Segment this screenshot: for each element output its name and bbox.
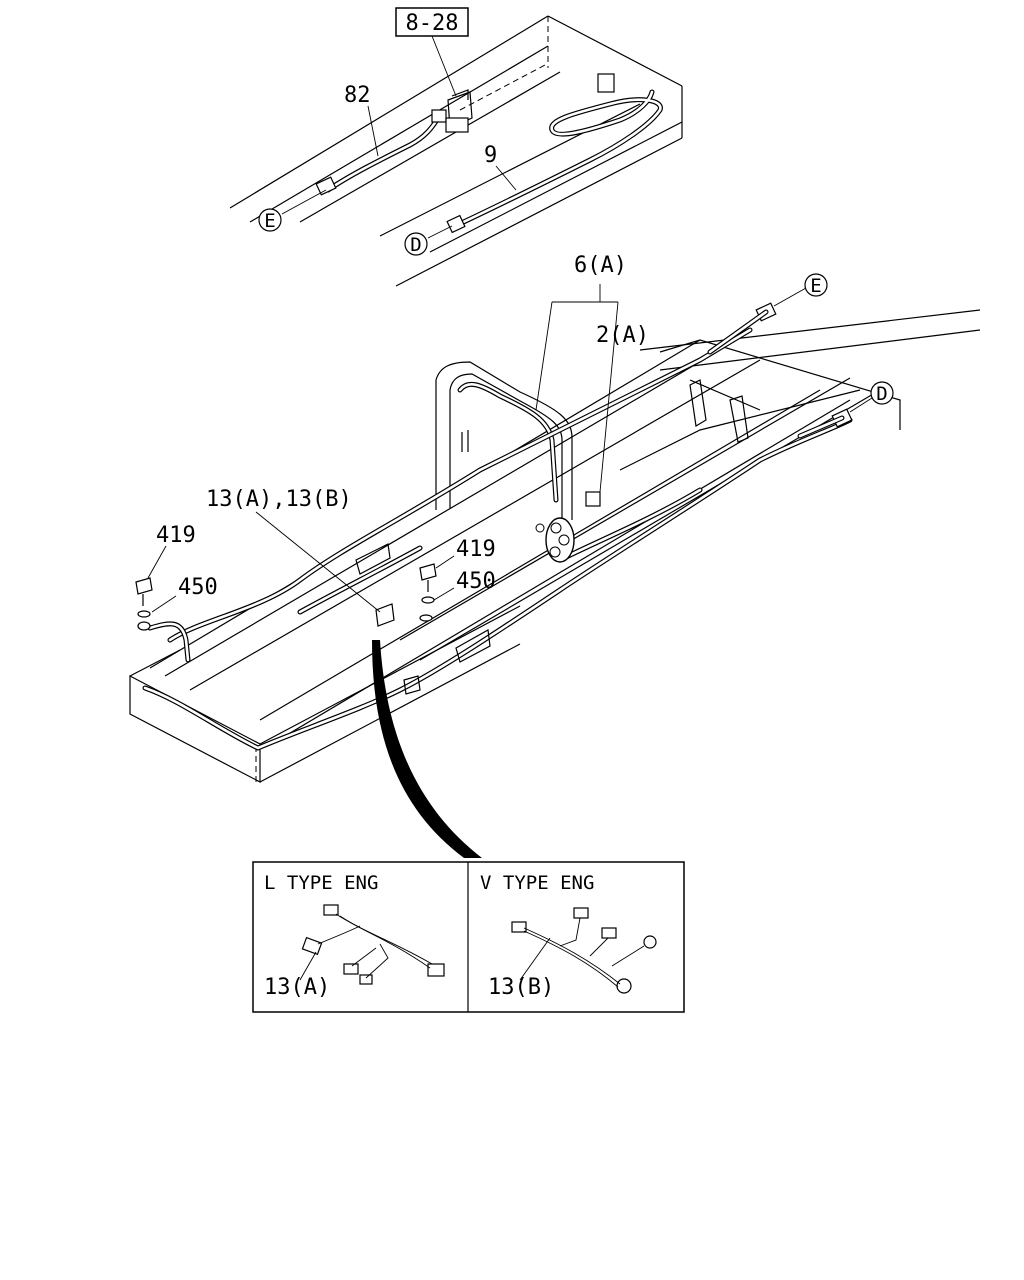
- harness-82: [315, 109, 447, 196]
- connector-d-right-label: D: [876, 383, 887, 405]
- inset-left-title: L TYPE ENG: [264, 872, 378, 894]
- callout-13ab: 13(A),13(B): [206, 487, 381, 613]
- callout-450-right-label: 450: [456, 569, 496, 594]
- callout-419-left-label: 419: [156, 523, 196, 548]
- connector-e-right: E: [773, 273, 828, 307]
- washer-450-left: [137, 610, 151, 618]
- rail-brackets: [355, 543, 491, 695]
- battery-cable-left: [137, 621, 191, 663]
- inset-pointer: [372, 640, 482, 858]
- harness-junction-cluster: [535, 491, 601, 563]
- engine-type-inset: L TYPE ENG V TYPE ENG 13(A): [252, 861, 685, 1013]
- main-harness: [142, 302, 853, 751]
- callout-450-left-label: 450: [178, 575, 218, 600]
- inset-right-part: 13(B): [488, 975, 554, 1000]
- ref-box-8-28: 8-28: [395, 7, 469, 97]
- connector-d-right: D: [849, 381, 894, 413]
- callout-82-label: 82: [344, 83, 371, 108]
- bolt-419-left: [135, 577, 153, 606]
- connector-e-top: E: [258, 189, 327, 232]
- callout-82: 82: [344, 83, 379, 157]
- washer-450-right: [419, 596, 435, 622]
- inset-right-title: V TYPE ENG: [480, 872, 594, 894]
- callout-9-label: 9: [484, 143, 497, 168]
- harness-13a: [299, 904, 445, 985]
- callout-450-right: 450: [433, 569, 496, 601]
- bolt-419-right: [419, 563, 437, 592]
- callout-419-right-label: 419: [456, 537, 496, 562]
- connector-d-top-label: D: [410, 234, 421, 256]
- harness-arch: [435, 361, 573, 520]
- callout-450-left: 450: [151, 575, 218, 613]
- harness-13b: [511, 907, 657, 994]
- callout-6a-label: 6(A): [574, 253, 627, 278]
- harness-9: [446, 73, 663, 234]
- connector-d-top: D: [404, 225, 453, 256]
- callout-9: 9: [484, 143, 517, 191]
- callout-2a: 2(A): [596, 323, 649, 348]
- ref-box-label: 8-28: [406, 11, 459, 36]
- inset-left-part: 13(A): [264, 975, 330, 1000]
- callout-13ab-label: 13(A),13(B): [206, 487, 352, 512]
- connector-e-top-label: E: [264, 210, 275, 232]
- callout-419-right: 419: [435, 537, 496, 569]
- upper-frame-section: [229, 15, 683, 287]
- callout-419-left: 419: [147, 523, 196, 579]
- connector-e-right-label: E: [810, 275, 821, 297]
- callout-2a-label: 2(A): [596, 323, 649, 348]
- component-8-28: [445, 89, 473, 133]
- main-chassis-frame: [129, 309, 981, 784]
- callout-6a: 6(A): [535, 253, 627, 493]
